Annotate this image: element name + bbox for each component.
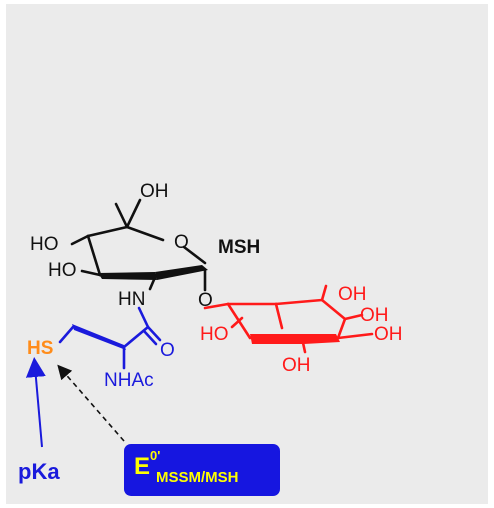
inositol-front-wedge: [250, 334, 304, 344]
label-nh: HN: [118, 289, 145, 310]
redox-superscript: 0': [150, 448, 161, 463]
label-ring-o: O: [174, 232, 189, 253]
inositol-front-wedge-right: [304, 334, 340, 344]
label-ho-lower: HO: [48, 260, 77, 281]
label-inositol-ho: HO: [200, 324, 229, 345]
label-inositol-oh-4: OH: [282, 355, 311, 376]
ring-front-wedge-right: [155, 265, 208, 280]
pka-label: pKa: [18, 459, 60, 484]
label-thiol: HS: [27, 338, 53, 359]
figure-panel: [6, 4, 488, 504]
redox-main-label: E: [134, 453, 151, 480]
redox-potential-box: E 0' MSSM/MSH: [124, 444, 280, 496]
cysteine-bonds: [58, 306, 162, 370]
label-msh: MSH: [218, 237, 260, 258]
label-inositol-oh-2: OH: [360, 305, 389, 326]
redox-arrow: [57, 364, 125, 442]
label-inositol-oh-3: OH: [374, 324, 403, 345]
inositol-bonds: [203, 284, 374, 354]
label-carbonyl-o: O: [160, 340, 175, 361]
label-glycosidic-o: O: [198, 290, 213, 311]
cysteine-wedge: [72, 324, 126, 350]
pka-arrow: [25, 357, 46, 448]
label-oh-top: OH: [140, 181, 169, 202]
label-inositol-oh-1: OH: [338, 284, 367, 305]
redox-subscript: MSSM/MSH: [156, 469, 239, 486]
label-ho-left: HO: [30, 234, 59, 255]
label-nhac: NHAc: [104, 370, 154, 391]
ring-front-wedge-left: [98, 272, 157, 280]
